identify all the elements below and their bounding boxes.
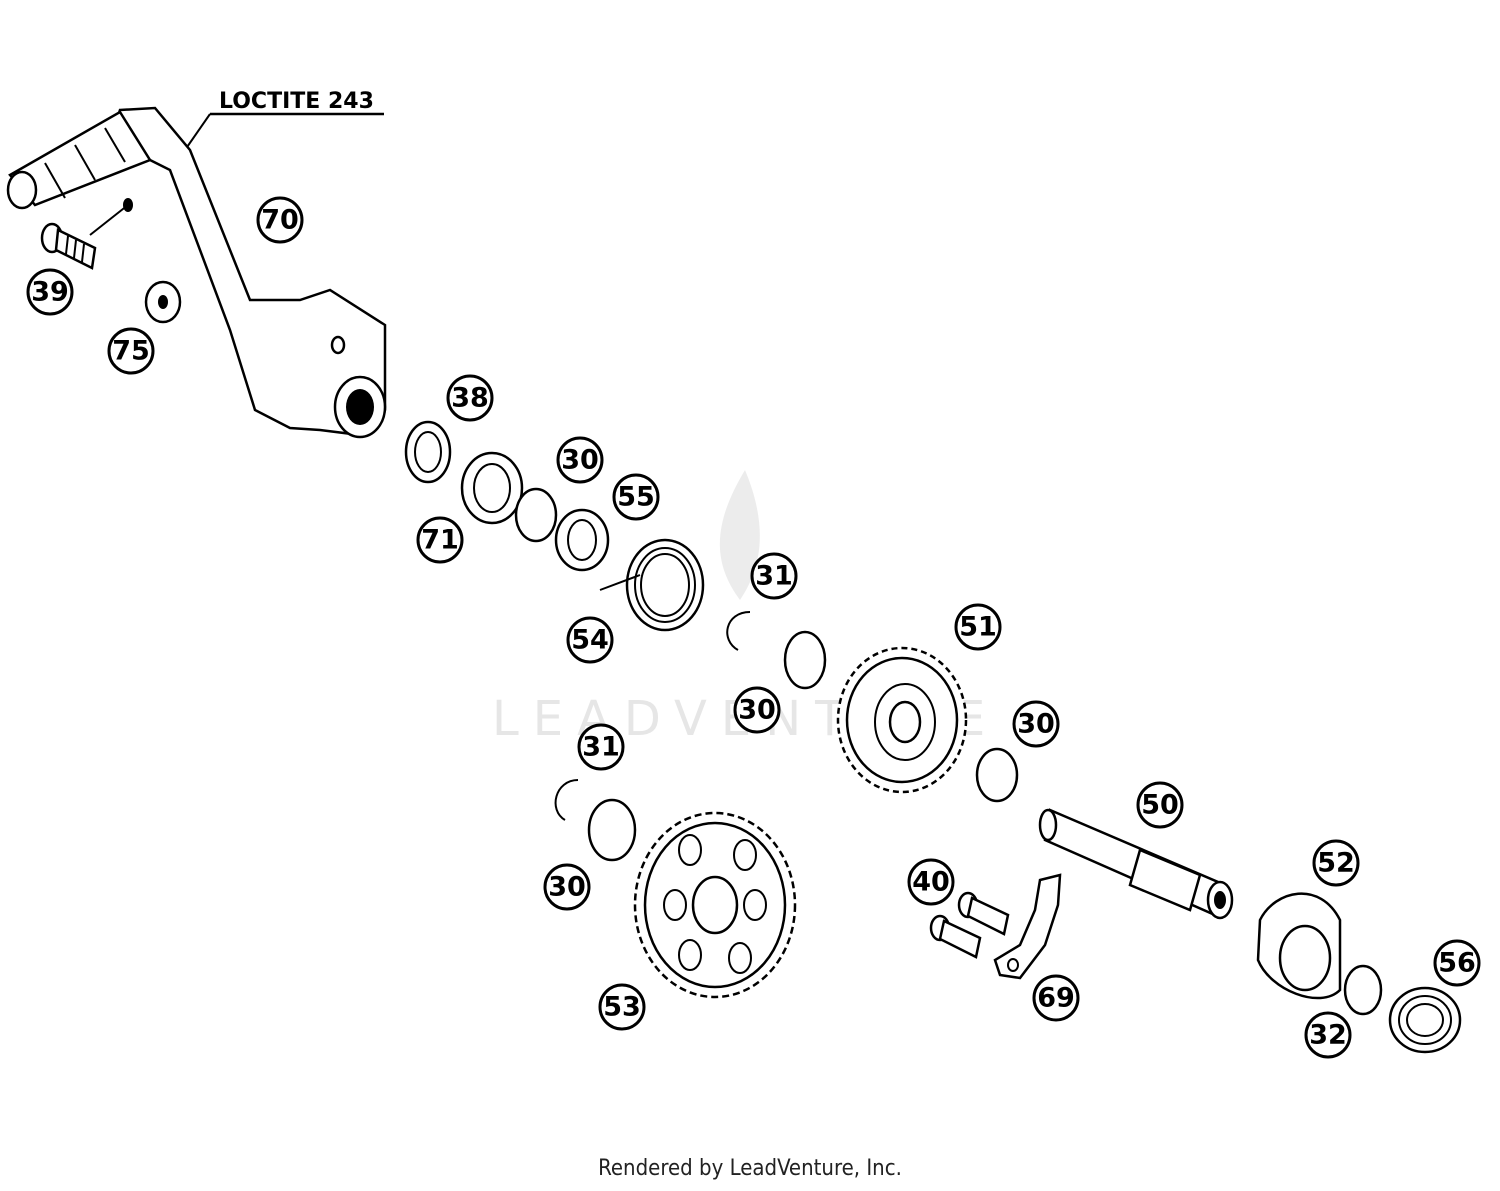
callout-51: 51 [954,603,1002,651]
callout-71: 71 [416,516,464,564]
callout-30-c: 30 [1012,700,1060,748]
callout-69: 69 [1032,974,1080,1022]
svg-text:51: 51 [959,612,997,643]
shaft-50 [1038,808,1234,920]
callout-75: 75 [107,327,155,375]
callout-31-b: 31 [577,723,625,771]
loctite-annotation: LOCTITE 243 [219,89,374,114]
callout-56: 56 [1433,939,1481,987]
svg-text:50: 50 [1141,790,1179,821]
gear-53 [633,811,797,999]
callout-53: 53 [598,983,646,1031]
render-credit: Rendered by LeadVenture, Inc. [598,1156,902,1181]
spring-54 [599,538,705,632]
svg-text:32: 32 [1309,1020,1347,1051]
svg-text:30: 30 [1017,709,1055,740]
bolts-40 [929,891,1010,959]
bolt-39 [40,222,97,270]
callout-54: 54 [566,616,614,664]
plate-69 [993,873,1062,980]
callout-55: 55 [612,473,660,521]
callout-30-a: 30 [556,436,604,484]
callout-32: 32 [1304,1011,1352,1059]
washer-30-c [975,747,1019,803]
svg-text:40: 40 [912,867,950,898]
svg-text:30: 30 [548,872,586,903]
svg-text:39: 39 [31,277,69,308]
callout-30-b: 30 [733,686,781,734]
gear-51 [836,646,968,794]
callout-40: 40 [907,858,955,906]
circlip-31-a [726,611,751,651]
spring-56 [1388,986,1462,1054]
svg-text:69: 69 [1037,983,1075,1014]
callout-38: 38 [446,374,494,422]
washer-30-b [783,630,827,690]
svg-text:71: 71 [421,525,459,556]
callout-52: 52 [1312,839,1360,887]
svg-text:55: 55 [617,482,655,513]
svg-text:30: 30 [738,695,776,726]
svg-text:52: 52 [1317,848,1355,879]
kick-starter-lever [6,106,387,439]
callout-39: 39 [26,268,74,316]
svg-text:31: 31 [582,732,620,763]
callout-50: 50 [1136,781,1184,829]
svg-text:30: 30 [561,445,599,476]
washer-30-d [587,798,637,862]
svg-text:38: 38 [451,383,489,414]
svg-text:75: 75 [112,336,150,367]
seal-38 [404,420,452,484]
washer-30-a [514,487,558,543]
svg-text:70: 70 [261,205,299,236]
circlip-31-b [554,779,579,821]
callout-31-a: 31 [750,552,798,600]
ring-55 [554,508,610,572]
svg-text:56: 56 [1438,948,1476,979]
ratchet-52 [1256,892,1342,1000]
bearing-71 [460,451,524,525]
washer-32 [1343,964,1383,1016]
callout-70: 70 [256,196,304,244]
svg-text:54: 54 [571,625,609,656]
svg-text:53: 53 [603,992,641,1023]
svg-text:31: 31 [755,561,793,592]
callout-30-d: 30 [543,863,591,911]
